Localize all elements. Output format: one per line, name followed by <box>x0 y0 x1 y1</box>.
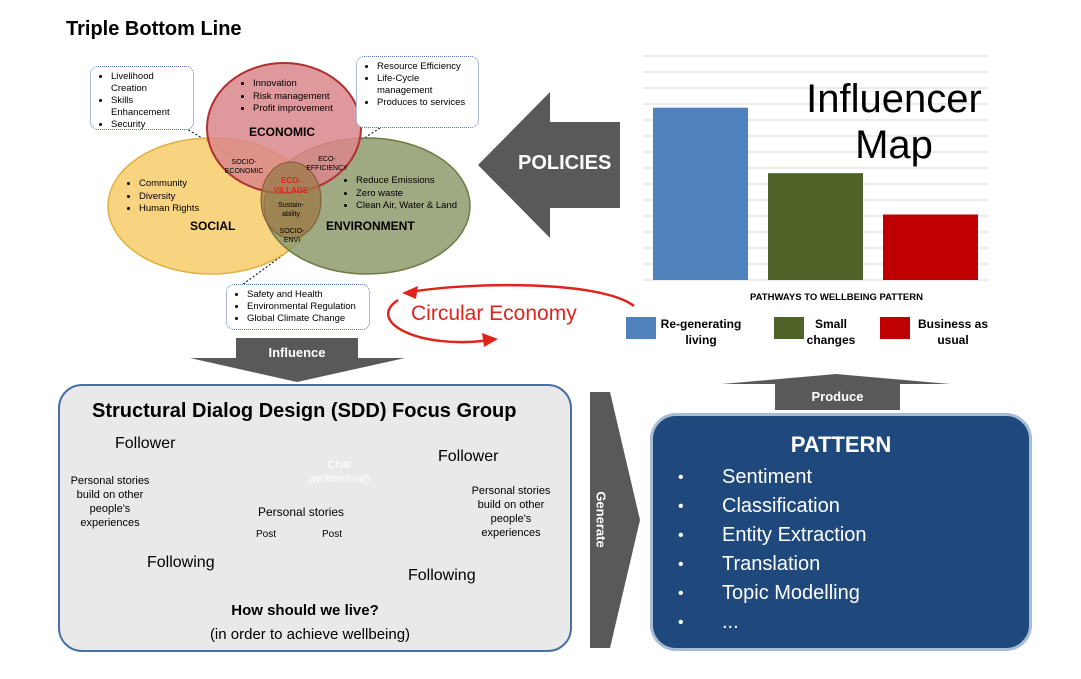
social-label: SOCIAL <box>190 219 236 233</box>
chart-bars <box>653 107 978 280</box>
callout-item: Global Climate Change <box>247 313 363 325</box>
pattern-item: Classification <box>678 492 867 521</box>
circular-economy-label: Circular Economy <box>411 302 577 325</box>
pattern-item: ... <box>678 608 867 637</box>
legend-swatch-business-as-usual <box>880 317 910 339</box>
economic-item: Risk management <box>253 91 333 104</box>
eco-efficiency-label: ECO- EFFICIENCY <box>306 156 348 172</box>
economic-item: Innovation <box>253 78 333 91</box>
influencer-map-title: Influencer Map <box>806 77 982 167</box>
socio-economic-label: SOCIO- ECONOMIC <box>224 159 264 175</box>
chat-bubble-text: Chat (written/oral) <box>308 459 370 485</box>
policies-arrow <box>478 92 620 238</box>
socio-envi-label: SOCIO- ENVI <box>279 228 305 244</box>
stories-right-text: Personal stories build on other people's… <box>471 485 551 539</box>
social-item: Diversity <box>139 191 199 204</box>
callout-item: Environmental Regulation <box>247 301 363 313</box>
circular-arrow-bottom <box>386 298 491 344</box>
post-label-red: Post <box>256 529 277 540</box>
produce-arrow <box>722 374 950 410</box>
following-right-label: Following <box>408 567 476 584</box>
subquestion-text: (in order to achieve wellbeing) <box>209 626 411 643</box>
generate-arrow-label: Generate <box>593 491 609 548</box>
social-item: Community <box>139 178 199 191</box>
legend-swatch-regenerating <box>626 317 656 339</box>
policies-label: POLICIES <box>518 152 612 174</box>
page-title: Triple Bottom Line <box>66 18 242 40</box>
callout-item: Safety and Health <box>247 289 363 301</box>
influencer-chart <box>643 55 988 281</box>
callout-item: Resource Efficiency <box>377 61 472 73</box>
pattern-list: Sentiment Classification Entity Extracti… <box>678 463 867 637</box>
chart-bar <box>653 107 748 280</box>
eco-village-center <box>260 161 322 239</box>
callout-socio-economic: Livelihood Creation Skills Enhancement S… <box>90 66 194 130</box>
environment-item: Clean Air, Water & Land <box>356 200 457 213</box>
pattern-item: Topic Modelling <box>678 579 867 608</box>
pattern-item: Sentiment <box>678 463 867 492</box>
callout-item: Life-Cycle management <box>377 73 472 97</box>
eco-village-label: ECO- VILLAGE <box>273 176 309 195</box>
circular-arrowhead-right <box>482 333 498 347</box>
post-label-green: Post <box>322 529 343 540</box>
sdd-panel <box>58 384 572 652</box>
influence-arrow-label: Influence <box>268 345 326 360</box>
chart-xlabel: PATHWAYS TO WELLBEING PATTERN <box>750 292 923 303</box>
circular-arrow-top <box>409 283 635 307</box>
circular-arrowhead-left <box>402 286 418 299</box>
follower-left-label: Follower <box>115 435 176 452</box>
callout-item: Security <box>111 119 187 131</box>
legend-label-small-changes: Small changes <box>806 317 856 347</box>
stories-left-text: Personal stories build on other people's… <box>70 475 150 529</box>
callout-item: Skills Enhancement <box>111 95 187 119</box>
pattern-item: Translation <box>678 550 867 579</box>
personal-stories-label: Personal stories <box>258 505 345 519</box>
environment-label: ENVIRONMENT <box>326 219 415 233</box>
economic-items: Innovation Risk management Profit improv… <box>240 78 333 116</box>
question-text: How should we live? <box>231 602 379 619</box>
environment-item: Reduce Emissions <box>356 175 457 188</box>
chart-bar <box>768 173 863 280</box>
callout-connector-socio-envi <box>234 249 291 291</box>
sustainability-label: Sustain- ability <box>278 202 304 218</box>
economic-label: ECONOMIC <box>249 125 315 139</box>
pattern-title: PATTERN <box>790 432 892 457</box>
legend-label-business-as-usual: Business as usual <box>917 317 989 347</box>
follower-right-label: Follower <box>438 448 499 465</box>
social-item: Human Rights <box>139 203 199 216</box>
generate-arrow-shape <box>590 392 640 648</box>
environment-item: Zero waste <box>356 188 457 201</box>
following-left-label: Following <box>147 554 215 571</box>
chart-bar <box>883 214 978 280</box>
legend-swatch-small-changes <box>774 317 804 339</box>
legend-label-regenerating: Re-generating living <box>660 317 742 347</box>
produce-arrow-label: Produce <box>811 389 864 404</box>
pattern-item: Entity Extraction <box>678 521 867 550</box>
economic-item: Profit improvement <box>253 103 333 116</box>
social-items: Community Diversity Human Rights <box>126 178 199 216</box>
callout-item: Produces to services <box>377 97 472 109</box>
callout-item: Livelihood Creation <box>111 71 187 95</box>
callout-socio-envi: Safety and Health Environmental Regulati… <box>226 284 370 330</box>
environment-items: Reduce Emissions Zero waste Clean Air, W… <box>343 175 457 213</box>
sdd-title: Structural Dialog Design (SDD) Focus Gro… <box>92 400 517 422</box>
callout-eco-efficiency: Resource Efficiency Life-Cycle managemen… <box>356 56 479 128</box>
influence-arrow <box>190 338 405 382</box>
